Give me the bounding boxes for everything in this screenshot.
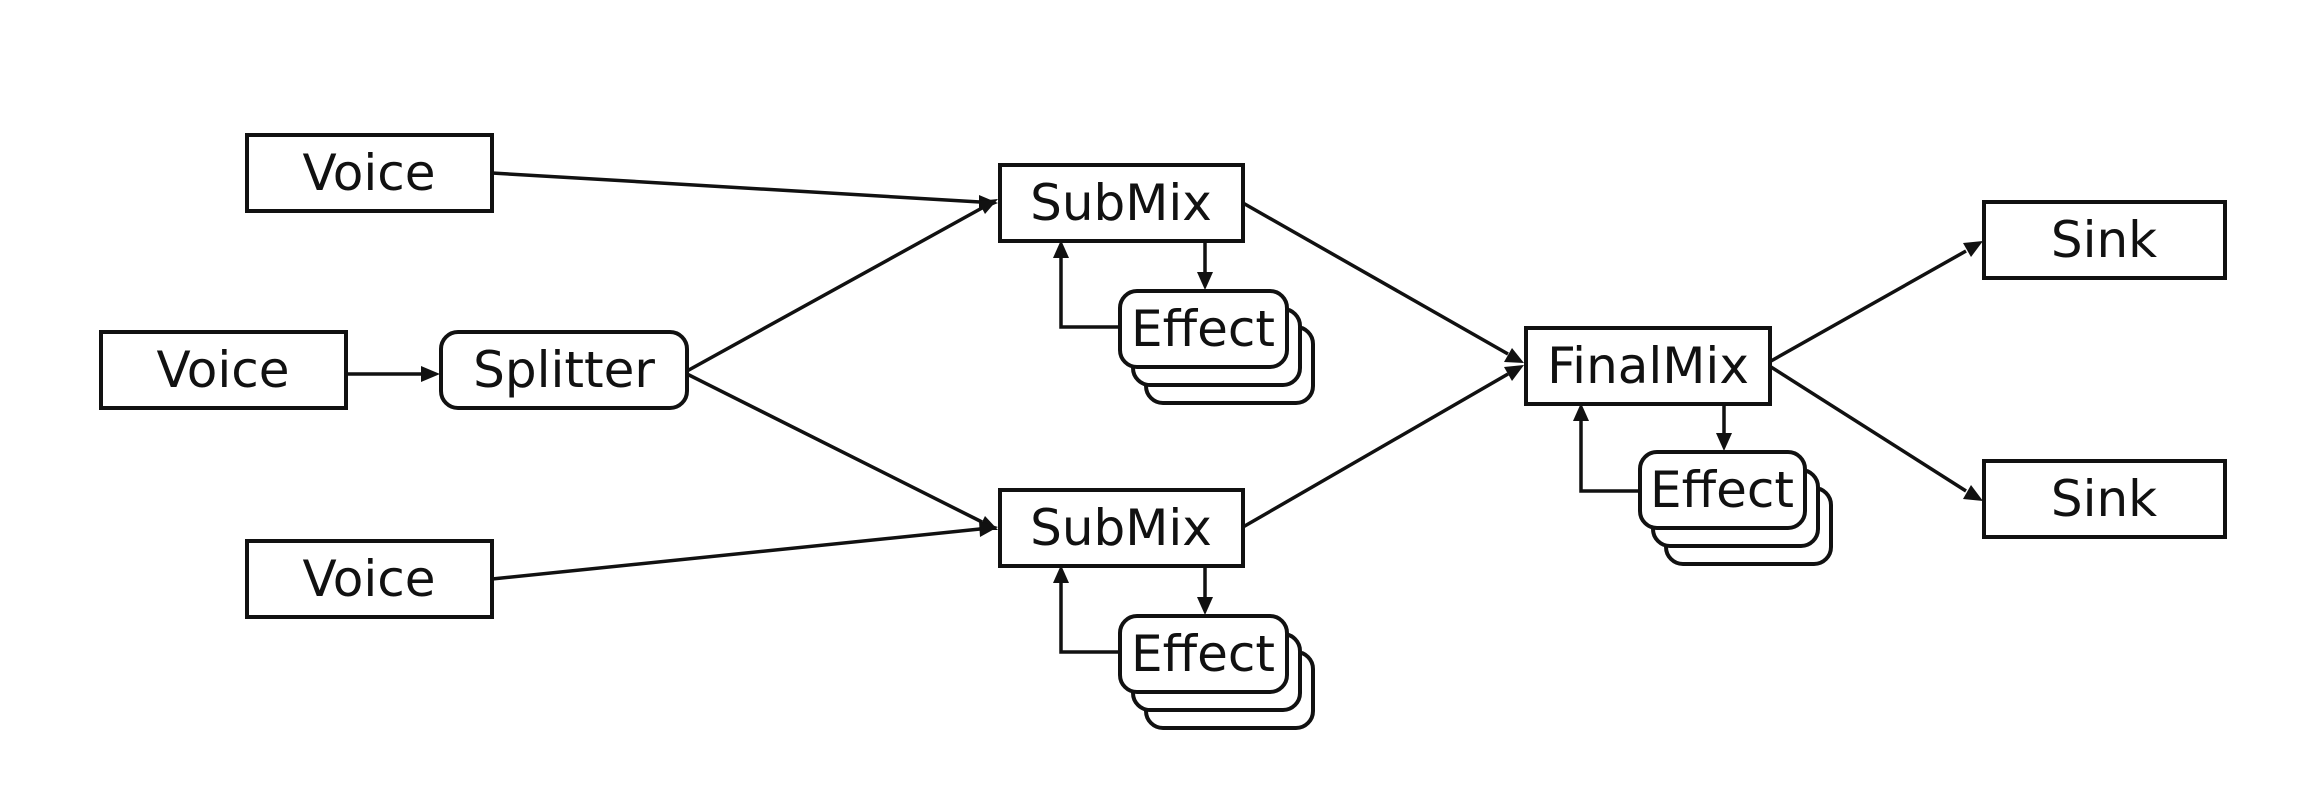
effect-final-label: Effect [1650, 461, 1794, 519]
submix-top-label: SubMix [1030, 174, 1212, 232]
node-effect-stack-bot: Effect [1118, 614, 1315, 730]
arrow-head [1504, 365, 1524, 381]
arrow-head [1053, 565, 1069, 583]
edges [344, 171, 1967, 654]
edge-effect-top-return [1059, 254, 1120, 329]
node-splitter: Splitter [439, 330, 689, 410]
arrow-head [1197, 597, 1213, 615]
edge-splitter-to-submix-bot [686, 372, 983, 524]
splitter-label: Splitter [473, 341, 655, 399]
voice-bot-label: Voice [302, 550, 435, 608]
arrow-head [979, 521, 998, 537]
edge-voice-bot-to-submix-bot [491, 527, 981, 581]
arrow-head [1716, 433, 1732, 451]
node-sink-top: Sink [1982, 200, 2227, 280]
node-voice-mid: Voice [99, 330, 348, 410]
arrowheads [421, 195, 1983, 615]
edge-splitter-to-submix-top [686, 206, 983, 373]
edge-submix-bot-to-finalmix [1242, 372, 1509, 529]
edge-effect-bot-return [1059, 579, 1120, 654]
arrow-head [1963, 485, 1983, 501]
node-submix-top: SubMix [998, 163, 1245, 243]
node-sink-bot: Sink [1982, 459, 2227, 539]
edge-voice-top-to-submix-top [491, 171, 981, 204]
edge-submix-top-to-finalmix [1242, 201, 1509, 356]
voice-top-label: Voice [302, 144, 435, 202]
arrow-head [1504, 348, 1524, 363]
node-finalmix: FinalMix [1524, 326, 1772, 406]
node-voice-bot: Voice [245, 539, 494, 619]
node-voice-top: Voice [245, 133, 494, 213]
node-effect-stack-final: Effect [1638, 450, 1833, 566]
arrow-head [1963, 241, 1983, 257]
arrow-head [978, 199, 998, 214]
edge-finalmix-to-sink-bot [1770, 365, 1967, 493]
voice-mid-label: Voice [156, 341, 289, 399]
arrow-head [1053, 240, 1069, 258]
sink-top-label: Sink [2051, 211, 2157, 269]
finalmix-label: FinalMix [1547, 337, 1749, 395]
effect-bot-label: Effect [1131, 625, 1275, 683]
submix-bot-label: SubMix [1030, 499, 1212, 557]
sink-bot-label: Sink [2051, 470, 2157, 528]
arrow-head [421, 366, 440, 382]
effect-top-label: Effect [1131, 300, 1275, 358]
arrow-head [1197, 272, 1213, 290]
node-effect-stack-top: Effect [1118, 289, 1315, 405]
edge-effect-final-return [1579, 417, 1640, 493]
arrow-head [1573, 403, 1589, 421]
node-submix-bot: SubMix [998, 488, 1245, 568]
edge-finalmix-to-sink-top [1770, 249, 1967, 363]
